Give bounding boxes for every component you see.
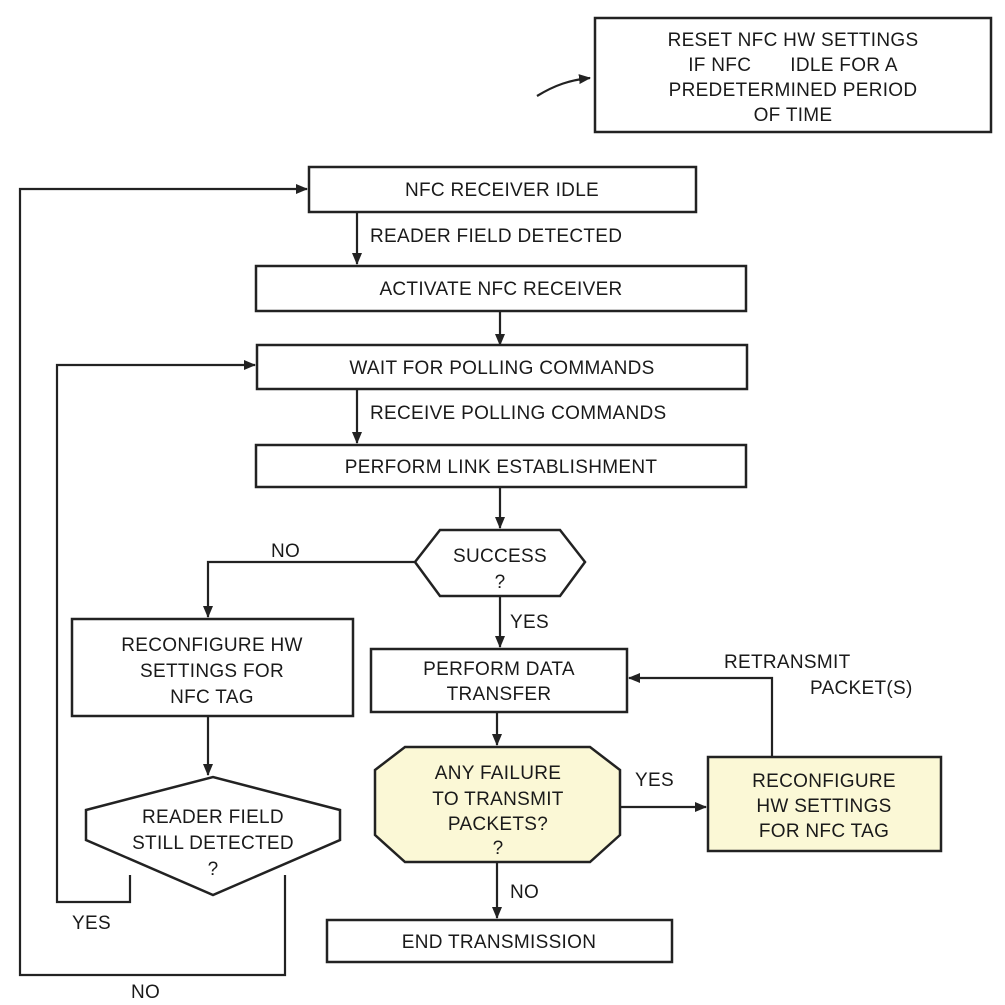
node-reconfigure-left-line-1: RECONFIGURE HW — [121, 635, 303, 656]
label-retransmit-2: PACKET(S) — [810, 678, 913, 699]
node-data-transfer: PERFORM DATA TRANSFER — [369, 647, 629, 714]
node-reconfigure-right-line-2: HW SETTINGS — [756, 796, 891, 817]
decision-failure-shape — [373, 745, 622, 864]
edge-field-no — [18, 184, 308, 977]
node-data-transfer-line-2: TRANSFER — [447, 684, 552, 705]
decision-failure: ANY FAILURE TO TRANSMIT PACKETS? ? — [373, 745, 622, 864]
decision-success-line-2: ? — [495, 572, 506, 593]
decision-failure-line-1: ANY FAILURE — [435, 763, 562, 784]
note-pointer-arrow — [536, 74, 591, 97]
node-reconfigure-right-box — [706, 755, 943, 853]
decision-field-still-line-2: STILL DETECTED — [132, 833, 294, 854]
node-receiver-idle-label: NFC RECEIVER IDLE — [405, 180, 599, 201]
node-reconfigure-right: RECONFIGURE HW SETTINGS FOR NFC TAG — [706, 755, 943, 853]
edge-success-no — [203, 560, 415, 618]
label-failure-no: NO — [510, 882, 539, 903]
decision-failure-line-2: TO TRANSMIT — [432, 789, 563, 810]
label-failure-yes: YES — [635, 770, 674, 791]
decision-failure-line-3: PACKETS? — [448, 814, 548, 835]
label-reader-field-detected: READER FIELD DETECTED — [370, 226, 622, 247]
node-wait-polling-box — [255, 343, 749, 391]
node-data-transfer-box — [369, 647, 629, 714]
label-field-yes: YES — [72, 913, 111, 934]
note-reset-settings: RESET NFC HW SETTINGS IF NFC IDLE FOR A … — [593, 16, 993, 134]
note-box — [593, 16, 993, 134]
note-line-3: PREDETERMINED PERIOD — [669, 80, 918, 101]
node-reconfigure-left-box — [70, 617, 355, 718]
node-link-establishment: PERFORM LINK ESTABLISHMENT — [254, 443, 748, 489]
edge-field-yes — [55, 360, 256, 904]
connectors — [18, 74, 774, 977]
note-line-4: OF TIME — [754, 105, 833, 126]
node-wait-polling-label: WAIT FOR POLLING COMMANDS — [349, 358, 654, 379]
node-reconfigure-right-line-3: FOR NFC TAG — [759, 821, 889, 842]
edge-labels: READER FIELD DETECTED RECEIVE POLLING CO… — [72, 226, 913, 1003]
node-receiver-idle: NFC RECEIVER IDLE — [307, 165, 698, 214]
decision-field-still-line-3: ? — [208, 859, 219, 880]
node-reconfigure-left: RECONFIGURE HW SETTINGS FOR NFC TAG — [70, 617, 355, 718]
node-end-transmission-label: END TRANSMISSION — [402, 932, 596, 953]
node-link-establishment-box — [254, 443, 748, 489]
label-receive-polling: RECEIVE POLLING COMMANDS — [370, 403, 666, 424]
decision-success-line-1: SUCCESS — [453, 546, 547, 567]
node-reconfigure-left-line-2: SETTINGS FOR — [140, 661, 284, 682]
node-wait-polling: WAIT FOR POLLING COMMANDS — [255, 343, 749, 391]
node-receiver-idle-box — [307, 165, 698, 214]
node-end-transmission: END TRANSMISSION — [325, 918, 674, 964]
decision-success-shape — [413, 528, 587, 598]
label-success-yes: YES — [510, 612, 549, 633]
decision-success: SUCCESS ? — [413, 528, 587, 598]
node-end-transmission-box — [325, 918, 674, 964]
note-line-2: IF NFC IDLE FOR A — [688, 55, 898, 76]
node-link-establishment-label: PERFORM LINK ESTABLISHMENT — [345, 457, 658, 478]
node-data-transfer-line-1: PERFORM DATA — [423, 659, 575, 680]
node-activate-receiver-label: ACTIVATE NFC RECEIVER — [379, 279, 622, 300]
label-success-no: NO — [271, 541, 300, 562]
decision-failure-line-4: ? — [493, 838, 504, 859]
decision-field-still-line-1: READER FIELD — [142, 807, 284, 828]
decision-field-still-shape — [84, 775, 342, 897]
decision-field-still: READER FIELD STILL DETECTED ? — [84, 775, 342, 897]
node-activate-receiver: ACTIVATE NFC RECEIVER — [254, 264, 748, 313]
note-line-1: RESET NFC HW SETTINGS — [668, 30, 919, 51]
node-reconfigure-left-line-3: NFC TAG — [170, 687, 254, 708]
label-field-no: NO — [131, 982, 160, 1003]
node-reconfigure-right-line-1: RECONFIGURE — [752, 771, 896, 792]
edge-retransmit — [628, 673, 774, 757]
node-activate-receiver-box — [254, 264, 748, 313]
label-retransmit-1: RETRANSMIT — [724, 652, 851, 673]
